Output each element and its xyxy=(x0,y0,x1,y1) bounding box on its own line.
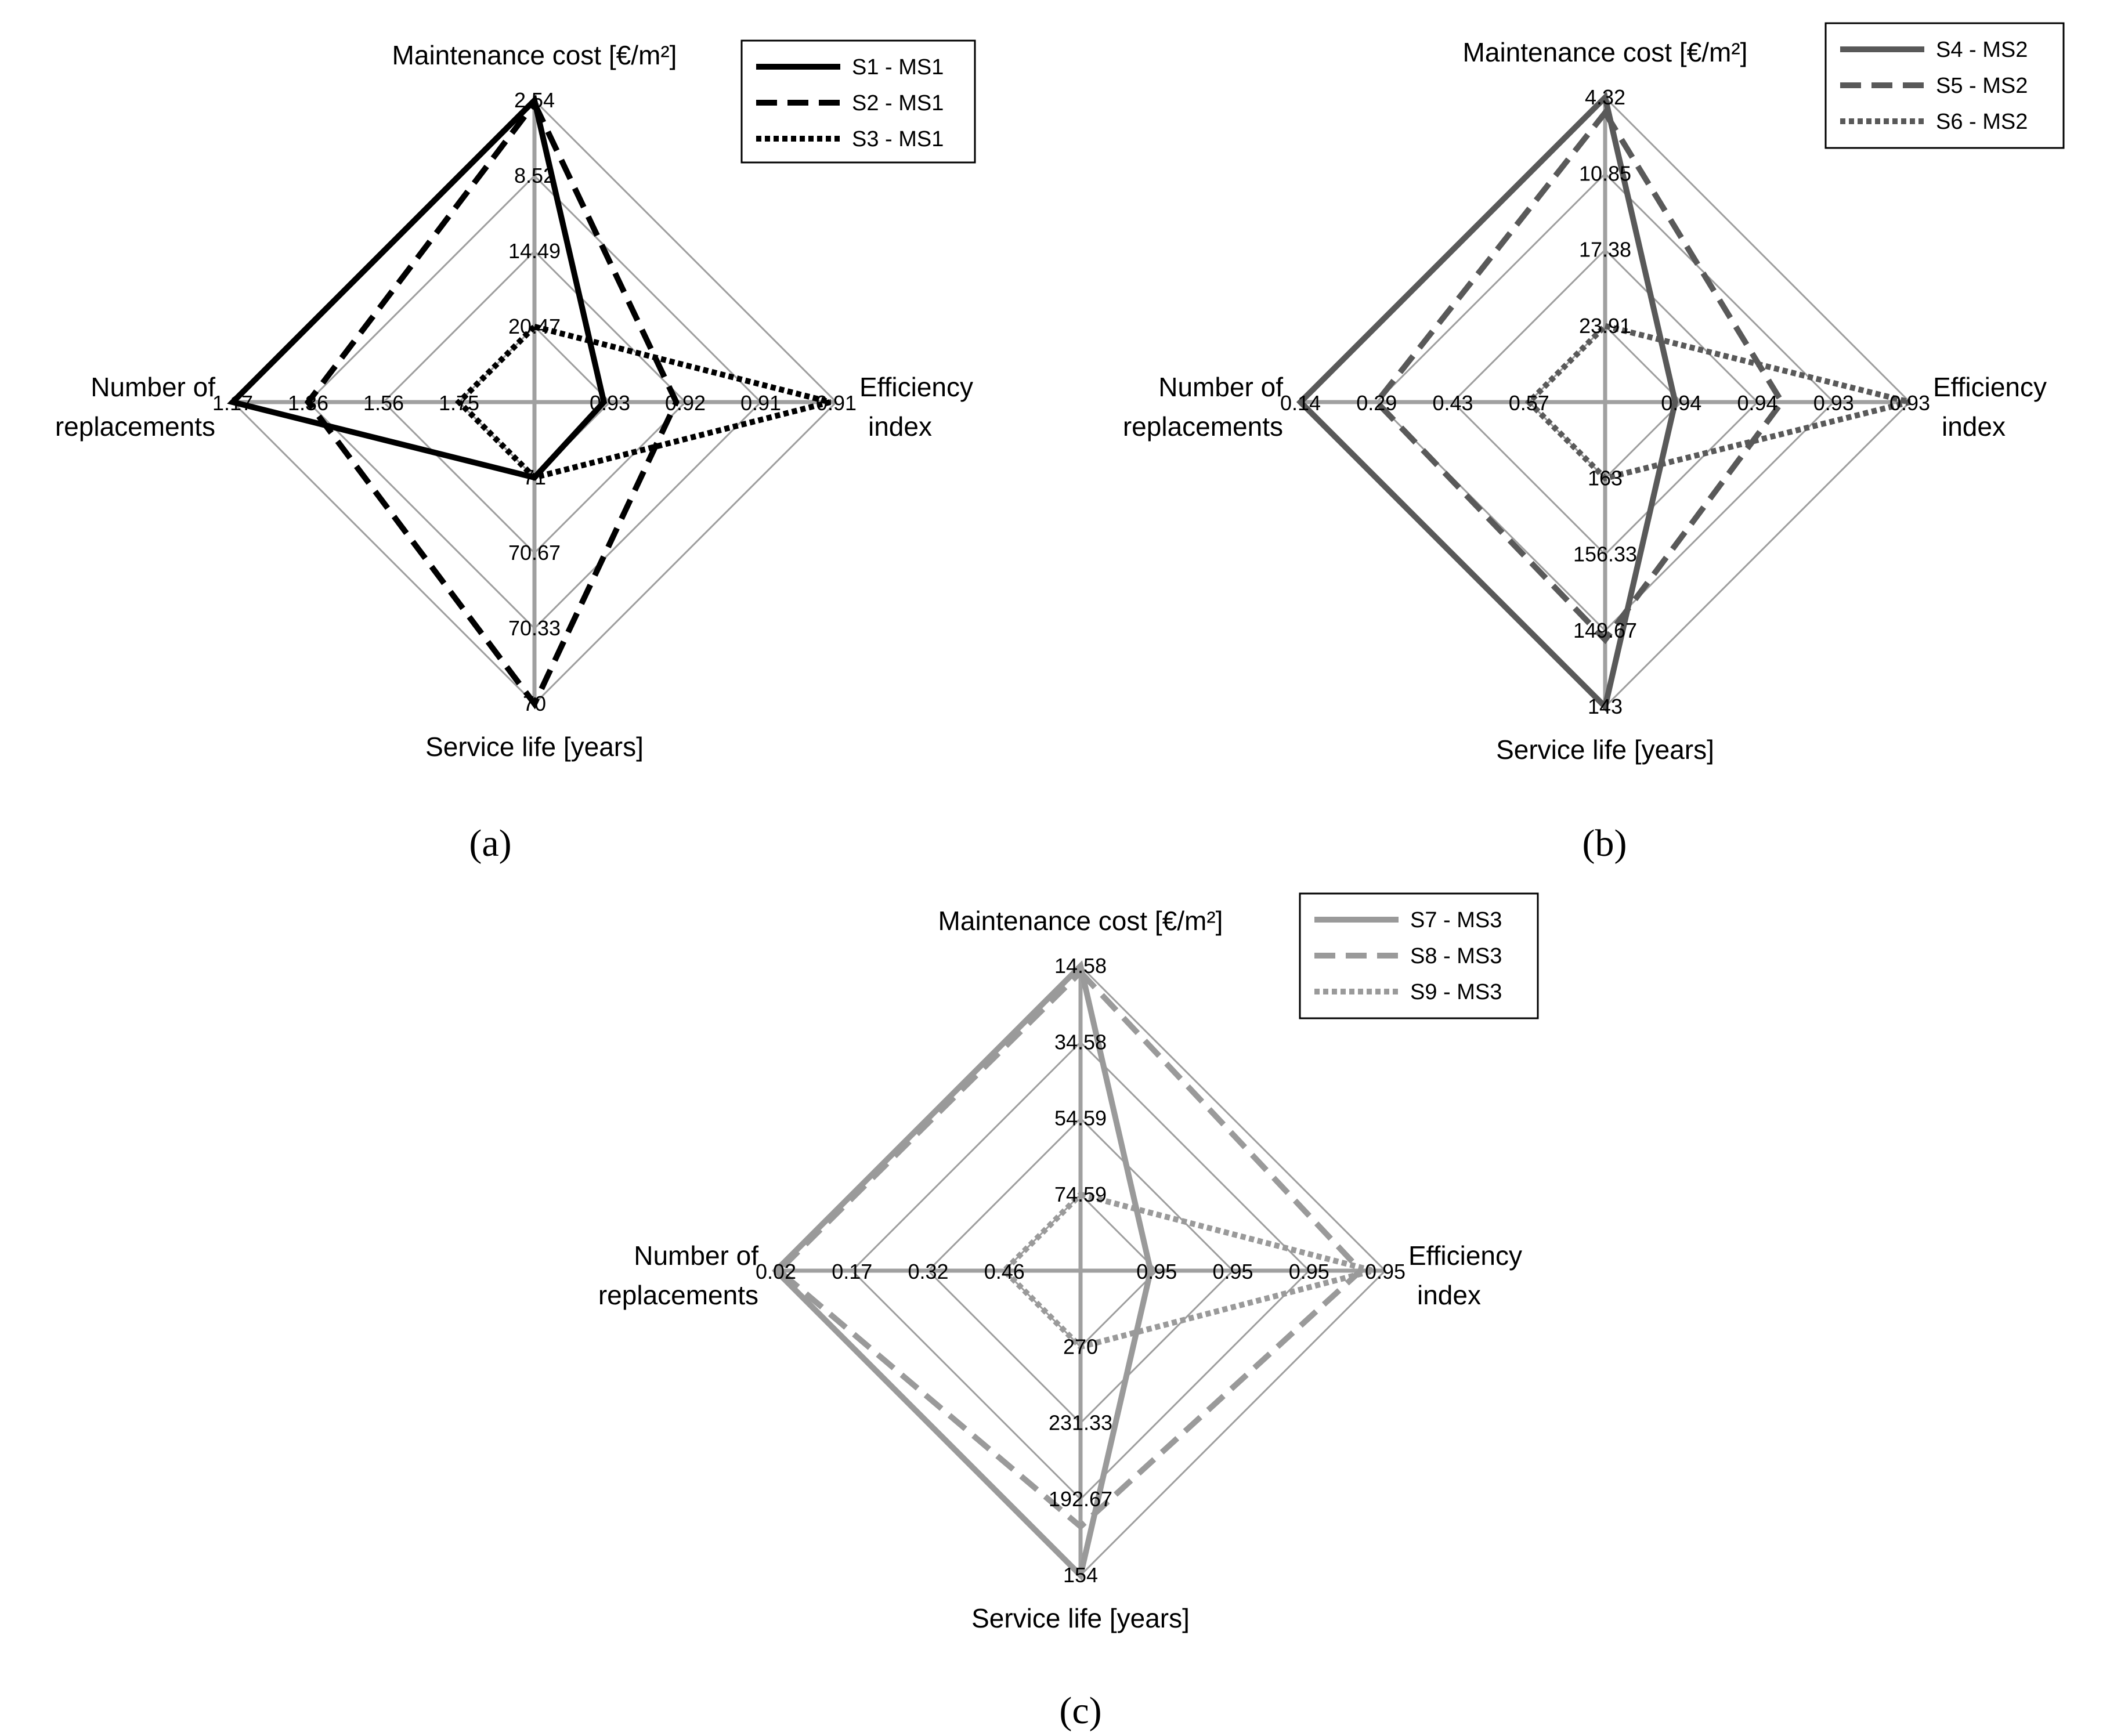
legend: S4 - MS2 S5 - MS2 S6 - MS2 xyxy=(1824,22,2065,149)
panel-label: (a) xyxy=(469,822,511,865)
panel-label: (c) xyxy=(1059,1690,1101,1732)
tick-label: 0.91 xyxy=(816,391,857,415)
panel-label: (b) xyxy=(1583,822,1627,865)
tick-label: 70.67 xyxy=(508,541,561,565)
tick-label: 10.85 xyxy=(1579,161,1631,185)
tick-label: 156.33 xyxy=(1573,542,1637,566)
tick-label: 0.14 xyxy=(1280,391,1321,415)
tick-label: 270 xyxy=(1063,1334,1098,1358)
tick-label: 74.59 xyxy=(1054,1182,1107,1206)
tick-label: 8.52 xyxy=(514,164,555,187)
axis-label-maintenance-cost: Maintenance cost [€/m²] xyxy=(1463,37,1748,67)
series-line-s9-ms3 xyxy=(1000,1191,1385,1350)
tick-label: 23.91 xyxy=(1579,314,1631,338)
tick-label: 70.33 xyxy=(508,616,561,640)
tick-label: 0.95 xyxy=(1212,1260,1253,1283)
legend-entry: S4 - MS2 xyxy=(1936,38,2028,62)
axis-label-efficiency-index-line2: index xyxy=(1417,1280,1481,1310)
tick-label: 0.29 xyxy=(1356,391,1397,415)
legend-entry: S1 - MS1 xyxy=(852,55,944,79)
axis-label-service-life: Service life [years] xyxy=(971,1603,1190,1633)
axis-label-service-life: Service life [years] xyxy=(425,732,644,762)
tick-label: 34.58 xyxy=(1054,1030,1107,1054)
panels: 2.54 8.52 14.49 20.47 0.91 0.91 0.92 0.93 70 70.3… xyxy=(55,22,2065,1732)
tick-label: 70 xyxy=(523,692,546,715)
radar-panel-2: 4.32 10.85 17.38 23.91 0.93 0.93 0.94 0.94 143 14… xyxy=(1123,22,2065,865)
tick-label: 17.38 xyxy=(1579,238,1631,262)
legend-box xyxy=(1824,22,2065,149)
tick-label: 231.33 xyxy=(1049,1411,1112,1435)
tick-label: 0.91 xyxy=(740,391,781,415)
tick-label: 0.43 xyxy=(1432,391,1473,415)
tick-label: 2.54 xyxy=(514,88,555,112)
tick-label: 0.57 xyxy=(1509,391,1549,415)
axis-label-number-of-replacements-line2: replacements xyxy=(55,411,215,442)
legend: S1 - MS1 S2 - MS1 S3 - MS1 xyxy=(740,39,976,164)
legend-entry: S8 - MS3 xyxy=(1410,944,1502,968)
axis-label-number-of-replacements: Number of xyxy=(634,1240,758,1271)
legend-box xyxy=(740,39,976,164)
tick-label: 1.75 xyxy=(439,391,479,415)
axis-label-efficiency-index-line2: index xyxy=(868,411,932,442)
legend-entry: S2 - MS1 xyxy=(852,91,944,115)
axis-label-service-life: Service life [years] xyxy=(1496,735,1714,765)
legend-entry: S6 - MS2 xyxy=(1936,110,2028,134)
tick-label: 149.67 xyxy=(1573,619,1637,642)
tick-label: 0.95 xyxy=(1289,1260,1329,1283)
tick-label: 0.17 xyxy=(832,1260,872,1283)
tick-label: 192.67 xyxy=(1049,1487,1112,1511)
tick-label: 0.92 xyxy=(665,391,706,415)
tick-label: 0.94 xyxy=(1661,391,1701,415)
axis-label-maintenance-cost: Maintenance cost [€/m²] xyxy=(938,906,1223,936)
tick-label: 0.93 xyxy=(1813,391,1854,415)
tick-label: 1.17 xyxy=(212,391,253,415)
tick-label: 1.56 xyxy=(363,391,404,415)
axis-label-efficiency-index: Efficiency xyxy=(1933,372,2047,402)
series-line-s3-ms1 xyxy=(454,323,831,481)
tick-label: 0.46 xyxy=(984,1260,1025,1283)
series-line-s6-ms2 xyxy=(1524,323,1911,482)
tick-label: 14.58 xyxy=(1054,954,1107,978)
tick-label: 0.93 xyxy=(1889,391,1930,415)
tick-label: 163 xyxy=(1588,466,1623,490)
tick-label: 0.93 xyxy=(590,391,630,415)
axis-label-maintenance-cost: Maintenance cost [€/m²] xyxy=(392,40,677,70)
axis-label-efficiency-index: Efficiency xyxy=(1408,1240,1522,1271)
legend-entry: S5 - MS2 xyxy=(1936,74,2028,98)
tick-label: 154 xyxy=(1063,1563,1098,1587)
axis-label-number-of-replacements-line2: replacements xyxy=(1123,411,1283,442)
axis-label-efficiency-index: Efficiency xyxy=(859,372,973,402)
series-line-s5-ms2 xyxy=(1372,107,1786,645)
legend-entry: S3 - MS1 xyxy=(852,127,944,151)
tick-label: 54.59 xyxy=(1054,1106,1107,1130)
axis-label-efficiency-index-line2: index xyxy=(1942,411,2006,442)
tick-label: 1.36 xyxy=(288,391,328,415)
tick-label: 0.94 xyxy=(1737,391,1777,415)
tick-label: 71 xyxy=(523,465,546,489)
tick-label: 20.47 xyxy=(508,314,561,338)
tick-label: 4.32 xyxy=(1585,85,1625,109)
tick-label: 0.95 xyxy=(1365,1260,1406,1283)
legend-box xyxy=(1299,892,1539,1019)
series-line-s4-ms2 xyxy=(1296,92,1678,713)
axis-label-number-of-replacements-line2: replacements xyxy=(598,1280,758,1310)
tick-label: 0.95 xyxy=(1136,1260,1177,1283)
series-line-s8-ms3 xyxy=(774,968,1365,1531)
legend-entry: S7 - MS3 xyxy=(1410,908,1502,932)
radar-panel-3: 14.58 34.58 54.59 74.59 0.95 0.95 0.95 0.95 154 1… xyxy=(598,892,1539,1732)
axis-label-number-of-replacements: Number of xyxy=(1158,372,1283,402)
tick-label: 0.32 xyxy=(908,1260,948,1283)
legend-entry: S9 - MS3 xyxy=(1410,980,1502,1004)
legend: S7 - MS3 S8 - MS3 S9 - MS3 xyxy=(1299,892,1539,1019)
series-line-s2-ms1 xyxy=(304,97,680,710)
radar-panel-1: 2.54 8.52 14.49 20.47 0.91 0.91 0.92 0.93 70 70.3… xyxy=(55,39,976,865)
tick-label: 143 xyxy=(1588,695,1623,718)
tick-label: 14.49 xyxy=(508,239,561,263)
axis-label-number-of-replacements: Number of xyxy=(91,372,215,402)
tick-label: 0.02 xyxy=(756,1260,796,1283)
